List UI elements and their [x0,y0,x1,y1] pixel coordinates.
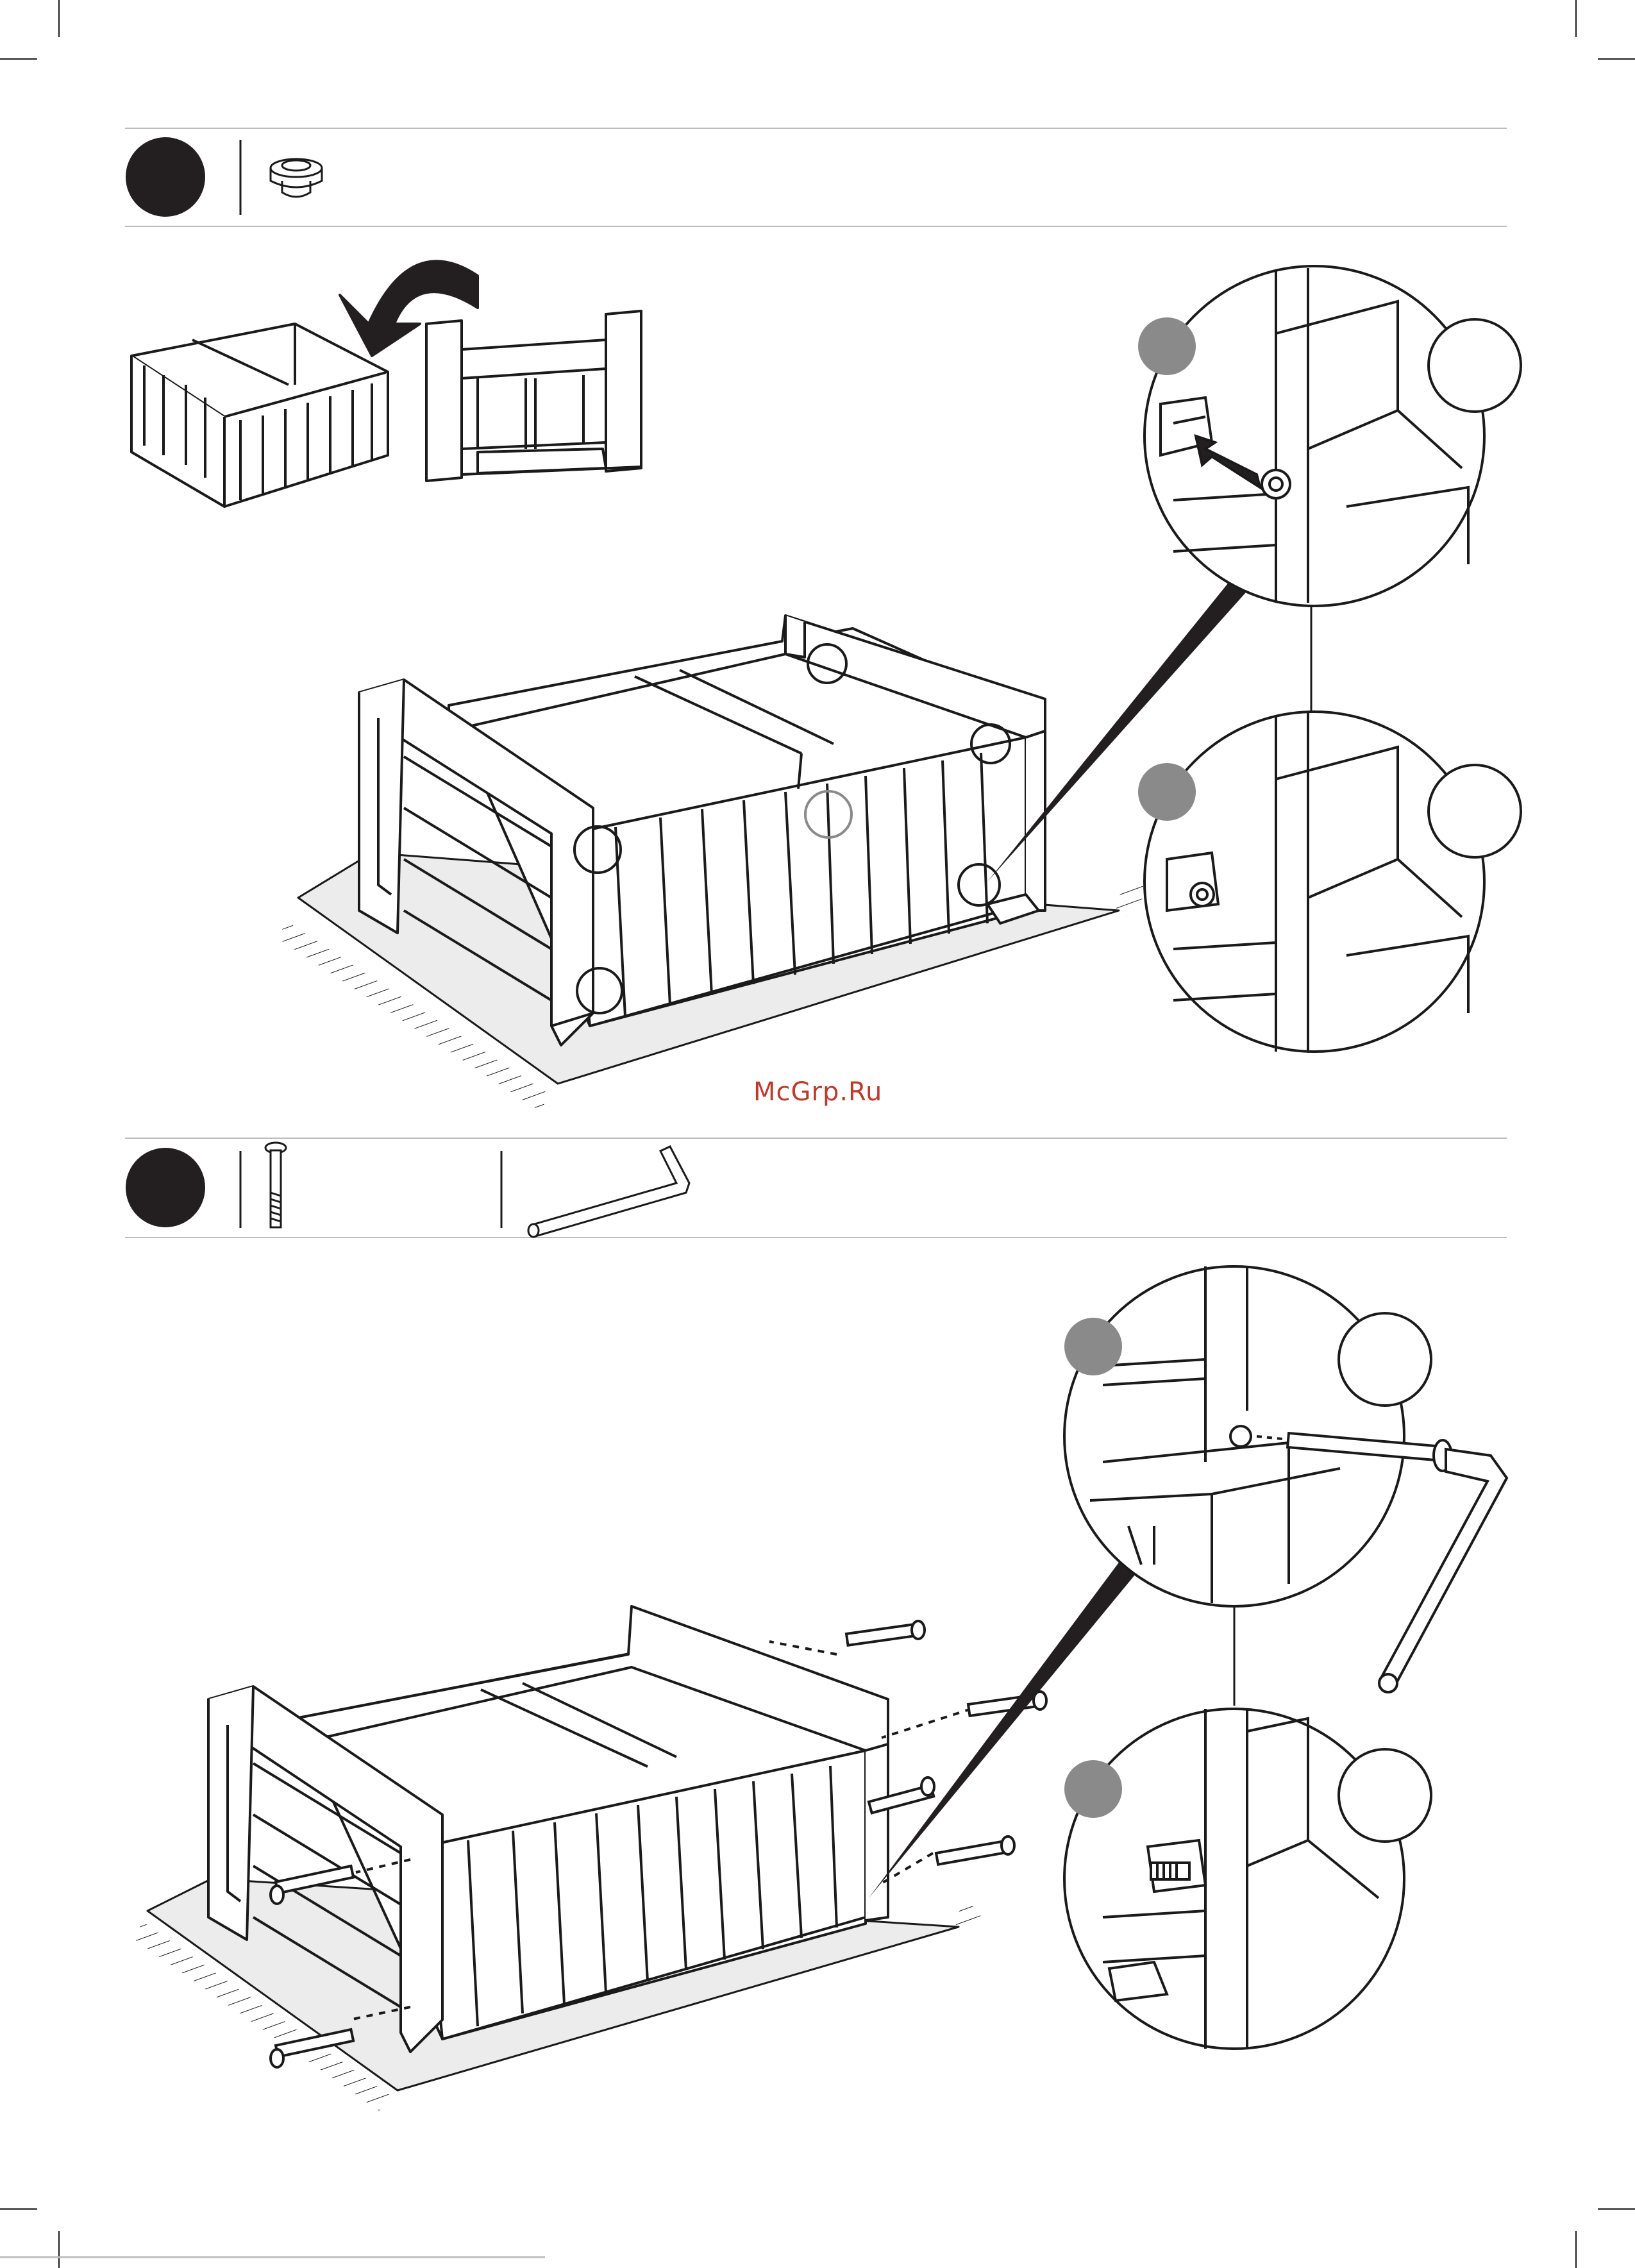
detail-zoom-circle [1429,319,1521,412]
allen-key-icon [528,1147,689,1237]
flange-nut-icon [271,159,322,197]
storage-box-step-1 [282,616,1141,1103]
detail-zoom-circle [1339,1749,1431,1842]
detail-badge [1138,763,1196,821]
detail-badge [1138,317,1196,375]
detail-zoom-circle [1339,1313,1431,1406]
nut-seated-detail [1138,712,1521,1052]
detail-badge [1064,1318,1122,1375]
allen-key-icon [1382,1449,1507,1686]
flange-nut-icon [1262,470,1290,498]
step-number-circle [126,137,205,217]
detail-zoom-circle [1429,765,1521,857]
step-header-2 [125,1138,1507,1238]
insert-nut-detail [1138,266,1521,606]
bolt-tighten-detail [1064,1266,1507,1692]
watermark-text: McGrp.Ru [753,1077,882,1107]
long-bolt-icon [265,1143,286,1227]
detail-badge [1064,1760,1122,1818]
flip-box-illustration [131,261,641,507]
step-header-1 [125,128,1507,226]
storage-box-step-2 [138,1606,975,2103]
step-number-circle [126,1148,205,1227]
bolt-through-nut-detail [1064,1709,1431,2049]
